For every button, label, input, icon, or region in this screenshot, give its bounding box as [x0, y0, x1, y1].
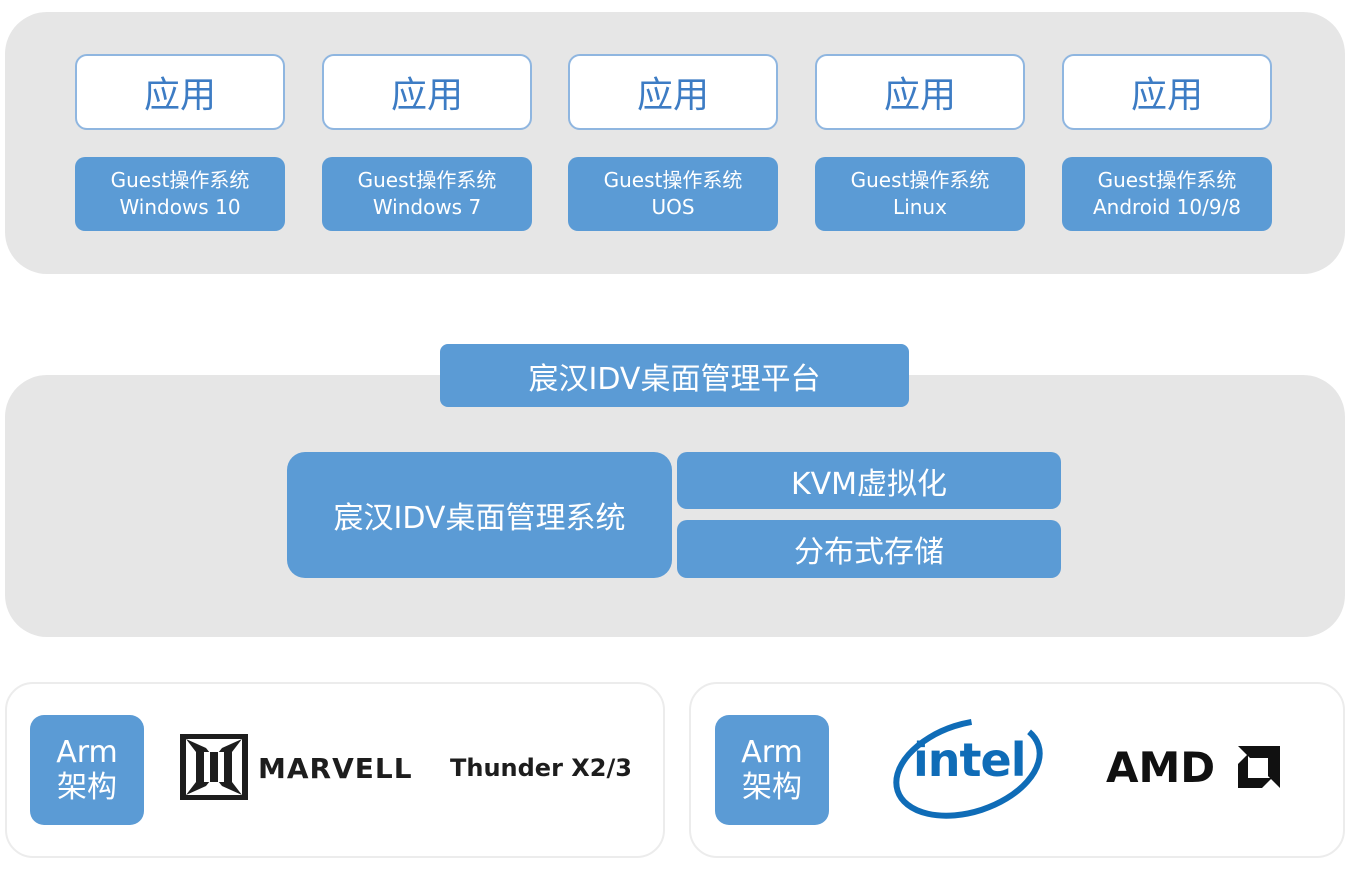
arch-badge: Arm 架构: [30, 715, 144, 825]
arch-badge-line1: Arm: [56, 735, 118, 770]
guest-os-title: Guest操作系统: [1097, 168, 1237, 192]
guest-os-name: UOS: [651, 195, 695, 219]
amd-arrow-icon: [1238, 746, 1280, 788]
guest-os-name: Windows 7: [372, 195, 482, 219]
platform-panel: [5, 375, 1345, 637]
guest-os-uos: Guest操作系统 UOS: [568, 157, 778, 231]
guest-os-name: Linux: [893, 195, 947, 219]
app-box: 应用: [568, 54, 778, 130]
guest-os-title: Guest操作系统: [603, 168, 743, 192]
intel-wordmark: intel: [913, 733, 1026, 787]
guest-os-name: Android 10/9/8: [1092, 195, 1242, 219]
app-box: 应用: [815, 54, 1025, 130]
guest-os-title: Guest操作系统: [110, 168, 250, 192]
management-system-box: 宸汉IDV桌面管理系统: [287, 452, 672, 578]
amd-wordmark: AMD: [1106, 743, 1216, 792]
guest-os-panel: [5, 12, 1345, 274]
guest-os-android: Guest操作系统 Android 10/9/8: [1062, 157, 1272, 231]
arch-badge: Arm 架构: [715, 715, 829, 825]
marvell-logo-icon: [180, 734, 248, 800]
app-box: 应用: [75, 54, 285, 130]
guest-os-name: Windows 10: [119, 195, 241, 219]
guest-os-title: Guest操作系统: [357, 168, 497, 192]
arch-badge-line2: 架构: [57, 770, 117, 805]
platform-title: 宸汉IDV桌面管理平台: [440, 344, 909, 407]
guest-os-linux: Guest操作系统 Linux: [815, 157, 1025, 231]
arch-badge-line2: 架构: [742, 770, 802, 805]
intel-logo-icon: [893, 717, 1043, 819]
app-box: 应用: [322, 54, 532, 130]
distributed-storage-box: 分布式存储: [677, 520, 1061, 578]
thunder-wordmark: Thunder X2/3: [450, 754, 632, 782]
app-box: 应用: [1062, 54, 1272, 130]
marvell-wordmark: MARVELL: [258, 752, 413, 785]
kvm-virtualization-box: KVM虚拟化: [677, 452, 1061, 509]
guest-os-title: Guest操作系统: [850, 168, 990, 192]
guest-os-windows7: Guest操作系统 Windows 7: [322, 157, 532, 231]
guest-os-windows10: Guest操作系统 Windows 10: [75, 157, 285, 231]
arch-badge-line1: Arm: [741, 735, 803, 770]
